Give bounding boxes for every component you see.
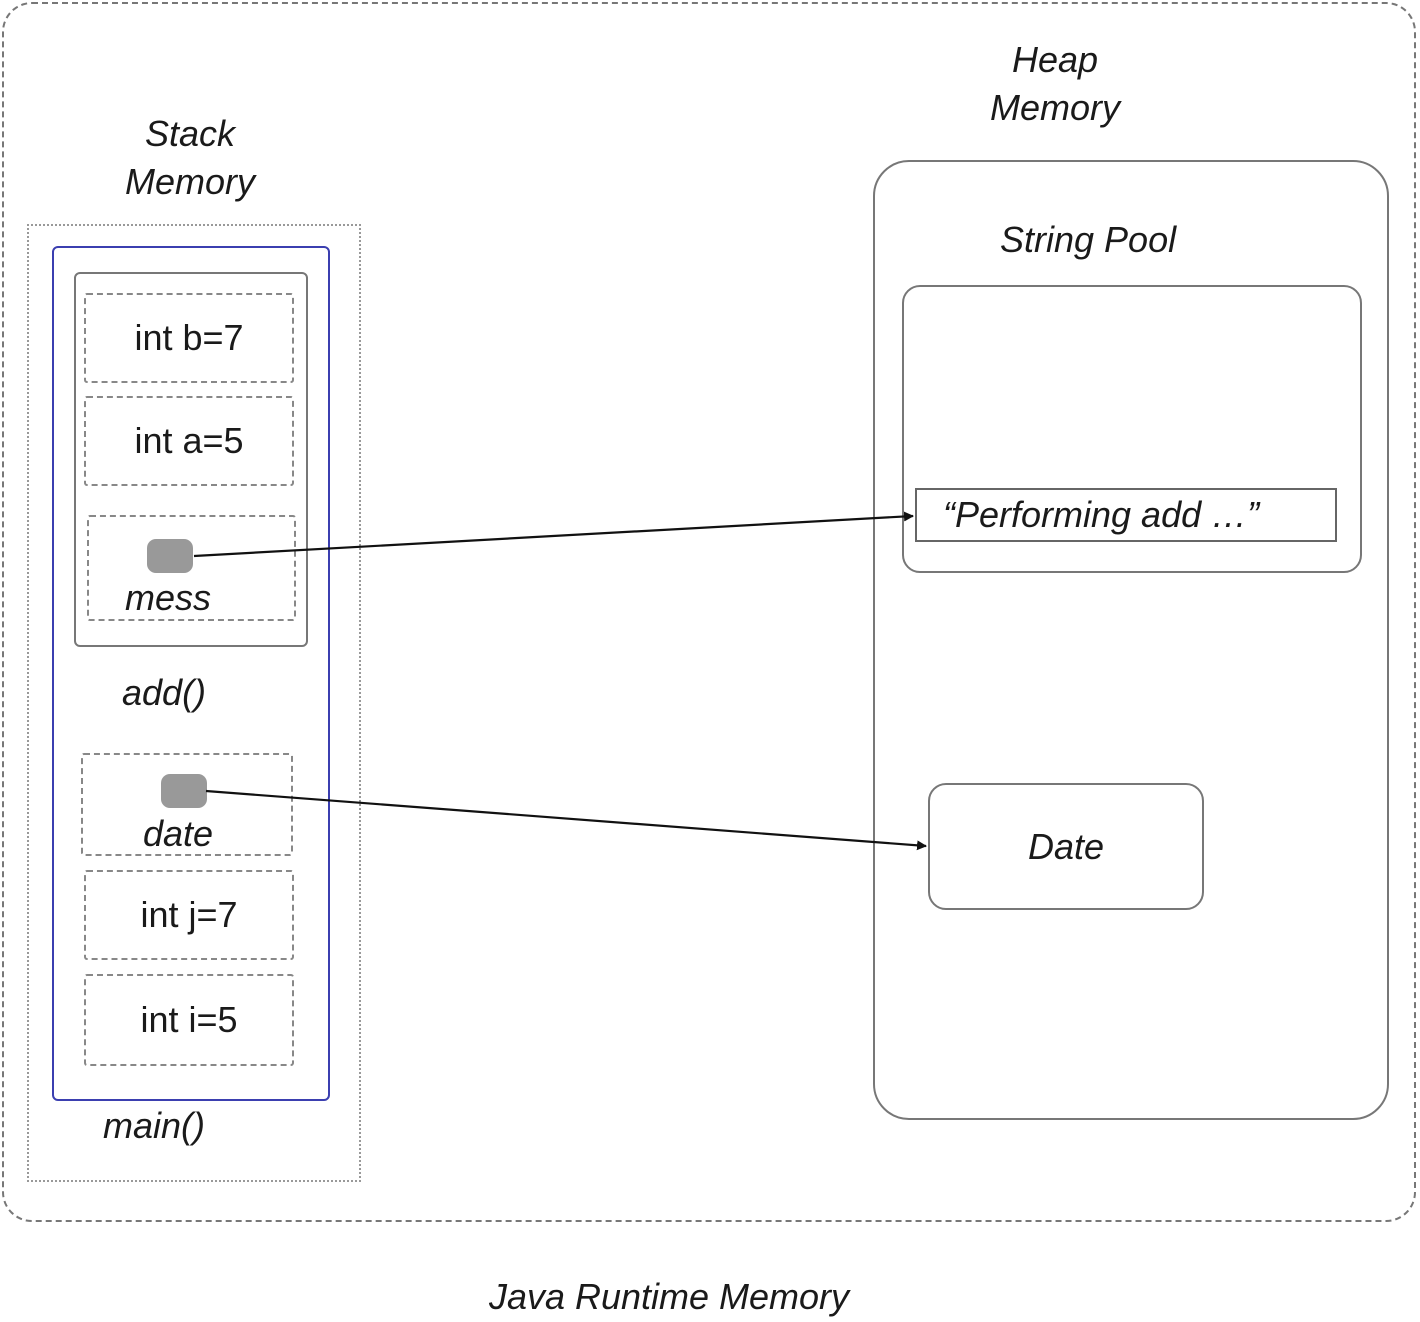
date-ref-label: date bbox=[143, 813, 214, 854]
stack-memory-area bbox=[27, 224, 361, 1182]
string-pool-box bbox=[902, 285, 1362, 573]
mess-label: mess bbox=[125, 577, 212, 618]
mess-reference-dot bbox=[147, 539, 193, 573]
heap-title-line1: Heap bbox=[1011, 39, 1099, 80]
heap-memory-title: Heap Memory bbox=[960, 36, 1150, 132]
heap-memory-box bbox=[873, 160, 1389, 1120]
var-cell-mess: mess bbox=[87, 515, 296, 621]
var-cell-int-a: int a=5 bbox=[84, 396, 294, 486]
string-object: “Performing add …” bbox=[915, 488, 1337, 542]
add-frame-label: add() bbox=[122, 672, 207, 713]
var-cell-int-j: int j=7 bbox=[84, 870, 294, 960]
main-frame-label: main() bbox=[103, 1105, 206, 1146]
java-runtime-memory-box bbox=[2, 2, 1416, 1222]
date-object: Date bbox=[928, 783, 1204, 910]
heap-title-line2: Memory bbox=[989, 87, 1120, 128]
add-stack-frame bbox=[74, 272, 308, 647]
stack-title-line1: Stack bbox=[144, 113, 236, 154]
var-cell-int-i: int i=5 bbox=[84, 974, 294, 1066]
stack-memory-title: Stack Memory bbox=[100, 110, 280, 206]
var-cell-int-b: int b=7 bbox=[84, 293, 294, 383]
string-pool-title: String Pool bbox=[1000, 219, 1177, 260]
var-cell-date: date bbox=[81, 753, 293, 856]
stack-title-line2: Memory bbox=[124, 161, 255, 202]
java-runtime-memory-label: Java Runtime Memory bbox=[488, 1276, 850, 1317]
date-reference-dot bbox=[161, 774, 207, 808]
main-stack-frame bbox=[52, 246, 330, 1101]
